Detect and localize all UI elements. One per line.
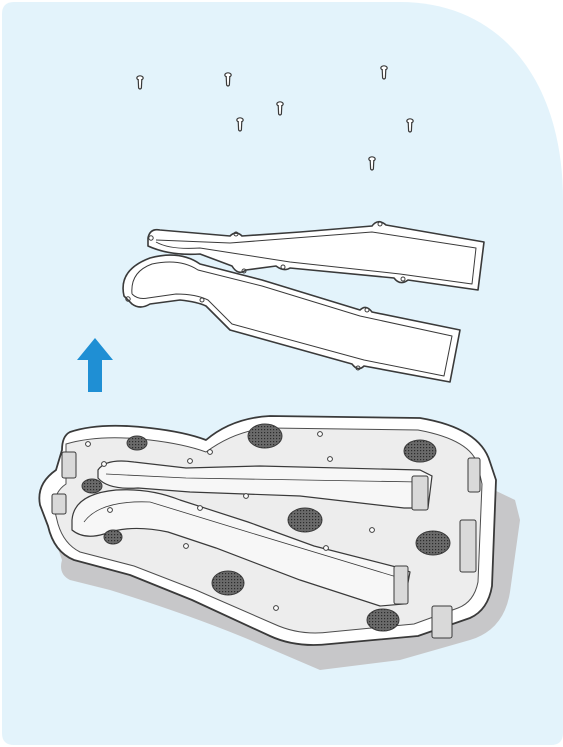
assembly-diagram: [0, 0, 563, 747]
instruction-illustration-panel: [0, 0, 563, 747]
